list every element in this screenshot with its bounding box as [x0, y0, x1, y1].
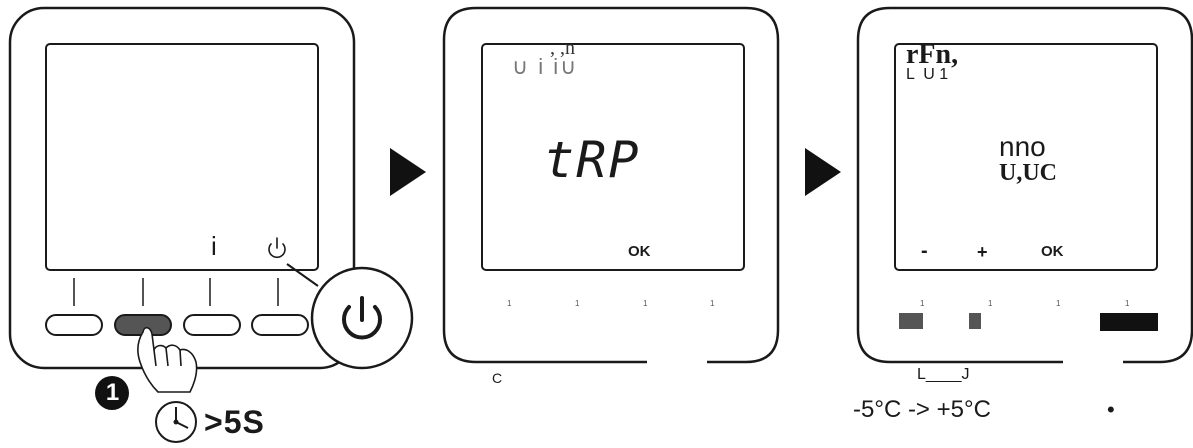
screen-top-marks: , ,n — [550, 37, 575, 59]
play-arrow-icon-2 — [805, 148, 841, 196]
button-ok-indicator[interactable] — [1100, 313, 1158, 331]
button-plus-indicator[interactable] — [969, 313, 981, 329]
thermostat-panel-2 — [442, 6, 780, 364]
info-icon[interactable]: i — [211, 231, 217, 261]
hold-time-label: >5S — [204, 404, 265, 440]
bullet: • — [1107, 397, 1115, 422]
button-minus-indicator[interactable] — [899, 313, 923, 329]
plus-label: + — [977, 242, 988, 262]
bottom-label: C — [492, 370, 503, 386]
tick-mark: 1 — [575, 299, 580, 308]
tick-mark: 1 — [710, 299, 715, 308]
thermostat-panel-3 — [856, 6, 1193, 364]
tick-mark: 1 — [1056, 299, 1061, 308]
ok-label: OK — [1041, 243, 1064, 260]
screen-top: rFn, — [906, 39, 959, 70]
range-text: -5°C -> +5°C — [853, 396, 991, 423]
power-icon-small — [268, 237, 286, 259]
tick-mark: 1 — [643, 299, 648, 308]
step-number-badge — [95, 376, 129, 410]
value-top: nno — [999, 131, 1046, 162]
value-bottom: U,UC — [999, 160, 1057, 186]
finger-icon — [137, 326, 198, 393]
clock-icon — [155, 401, 197, 443]
ok-label: OK — [628, 243, 651, 260]
tick-mark: 1 — [988, 299, 993, 308]
minus-label: - — [921, 240, 928, 262]
button-3[interactable] — [183, 314, 241, 336]
mode-text: tRP — [544, 131, 641, 189]
play-arrow-icon-1 — [390, 148, 426, 196]
tick-mark: 1 — [920, 299, 925, 308]
button-1[interactable] — [45, 314, 103, 336]
tick-mark: 1 — [507, 299, 512, 308]
tick-mark: 1 — [1125, 299, 1130, 308]
screen-top-sub: L U 1 — [906, 66, 949, 83]
screen-top-segments: ∪ i i∪ — [512, 54, 579, 79]
step-number: 1 — [105, 379, 120, 406]
thermostat-panel-1 — [8, 6, 414, 443]
power-icon — [342, 296, 382, 340]
bracket-label: L____J — [917, 366, 970, 383]
button-4[interactable] — [251, 314, 309, 336]
